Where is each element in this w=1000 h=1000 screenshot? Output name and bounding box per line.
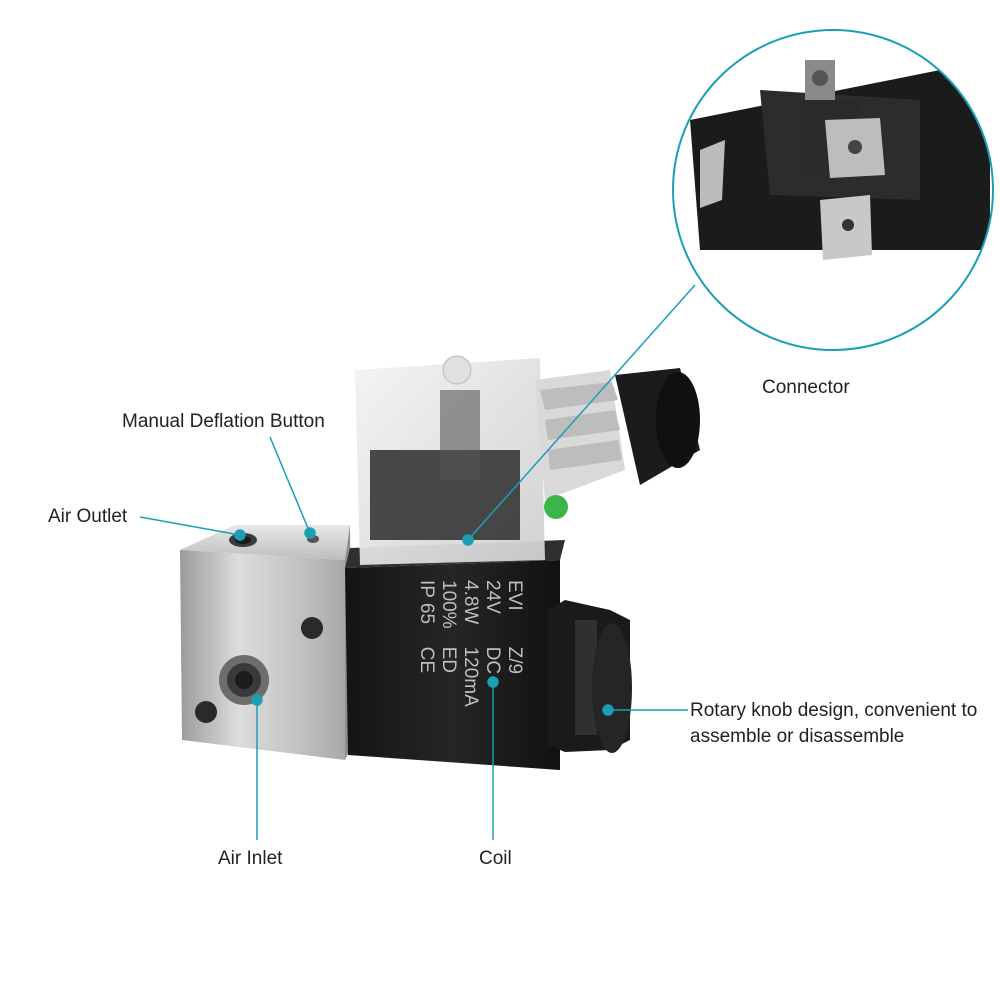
label-connector: Connector [762,377,850,398]
label-rotary-knob: Rotary knob design, convenient to assemb… [690,700,978,747]
coil-mark-1-3: 4.8W [460,580,481,625]
leader-dot-connector [462,534,474,546]
leader-dot-rotary-knob [602,704,614,716]
coil-mark-1-2: 24V [482,580,503,614]
connector-zoom-inset [672,29,994,351]
coil-mark-1-1: EVI [504,580,525,611]
leader-dot-air-outlet [234,529,246,541]
coil-mark-1-4: 100% [438,580,459,629]
coil-mark-1-5: IP 65 [416,580,437,625]
leader-dot-manual-deflation [304,527,316,539]
connector-housing [355,355,700,565]
coil-mark-2-3: 120mA [460,646,481,707]
label-air-outlet: Air Outlet [48,506,128,527]
coil-mark-2-5: CE [416,646,437,674]
leader-dot-air-inlet [251,694,263,706]
label-air-inlet: Air Inlet [218,848,283,869]
label-coil: Coil [479,848,512,869]
valve-block [180,525,352,760]
coil-mark-2-1: Z/9 [504,646,525,675]
coil-marking-col2: Z/9 DC 120mA ED CE [415,647,525,707]
coil-mark-2-2: DC [482,646,503,675]
leader-air-outlet [139,516,241,536]
coil-mark-2-4: ED [438,646,459,674]
leader-connector [467,284,696,541]
coil-marking-col1: EVI 24V 4.8W 100% IP 65 [415,580,525,629]
coil-marking-block: EVI 24V 4.8W 100% IP 65 Z/9 DC 120mA ED … [365,580,525,750]
leader-manual-deflation [269,436,311,534]
leader-lines [139,284,696,840]
label-manual-deflation-button: Manual Deflation Button [122,411,325,432]
leader-dot-coil [487,676,499,688]
